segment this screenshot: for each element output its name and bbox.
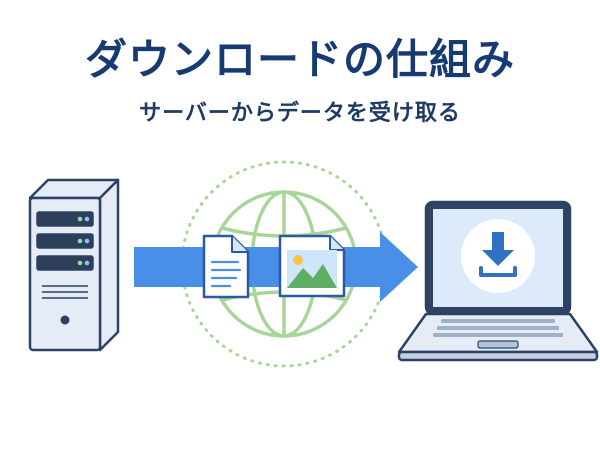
page-subtitle: サーバーからデータを受け取る — [139, 101, 461, 126]
page-title: ダウンロードの仕組み — [84, 35, 515, 84]
download-icon — [461, 219, 535, 293]
server-icon — [28, 178, 120, 352]
document-icon — [202, 234, 250, 299]
image-file-icon — [278, 234, 346, 298]
